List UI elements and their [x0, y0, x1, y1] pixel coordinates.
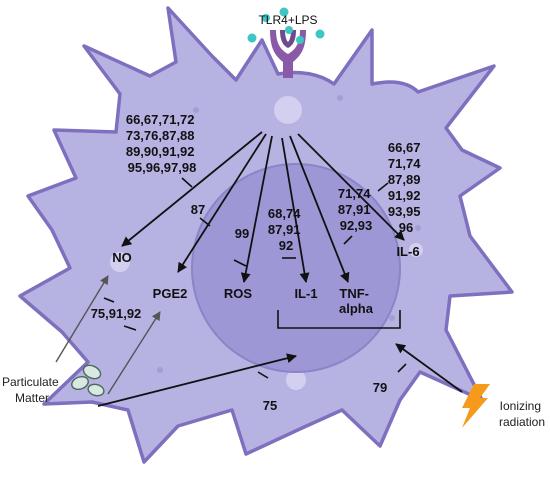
nucleus-bracket	[277, 310, 401, 329]
particulate-references: 75,91,92	[91, 306, 142, 321]
lps-molecule-icon	[247, 7, 325, 44]
vesicle	[110, 252, 130, 272]
il1-references: 68,74 87,91 92	[268, 206, 304, 253]
ros-reference: 99	[235, 226, 249, 241]
particulate-matter-label: Particulate Matter	[2, 375, 62, 405]
lightning-icon	[462, 384, 490, 428]
mediator-ros: ROS	[224, 286, 253, 301]
mediator-pge2: PGE2	[153, 286, 188, 301]
receptor-label: TLR4+LPS	[258, 13, 317, 27]
ionizing-radiation-label: Ionizing radiation	[499, 399, 545, 429]
pge2-reference: 87	[191, 202, 205, 217]
tnf-references: 71,74 87,91 92,93	[338, 186, 374, 233]
vesicle	[286, 370, 306, 390]
vesicle	[274, 96, 302, 124]
mediator-il6: IL-6	[396, 244, 419, 259]
nucleus	[191, 163, 401, 373]
mediator-tnf-alpha: TNF- alpha	[339, 286, 374, 316]
vesicle	[409, 243, 423, 257]
particle-icon	[71, 364, 105, 397]
receptor-icon	[270, 30, 306, 78]
mediator-no: NO	[112, 250, 132, 265]
mediator-il1: IL-1	[294, 286, 317, 301]
radiation-reference: 79	[373, 380, 387, 395]
il6-references: 66,67 71,74 87,89 91,92 93,95 96	[388, 140, 424, 235]
nucleus-particulate-reference: 75	[263, 398, 277, 413]
no-references: 66,67,71,72 73,76,87,88 89,90,91,92 95,9…	[126, 112, 198, 175]
